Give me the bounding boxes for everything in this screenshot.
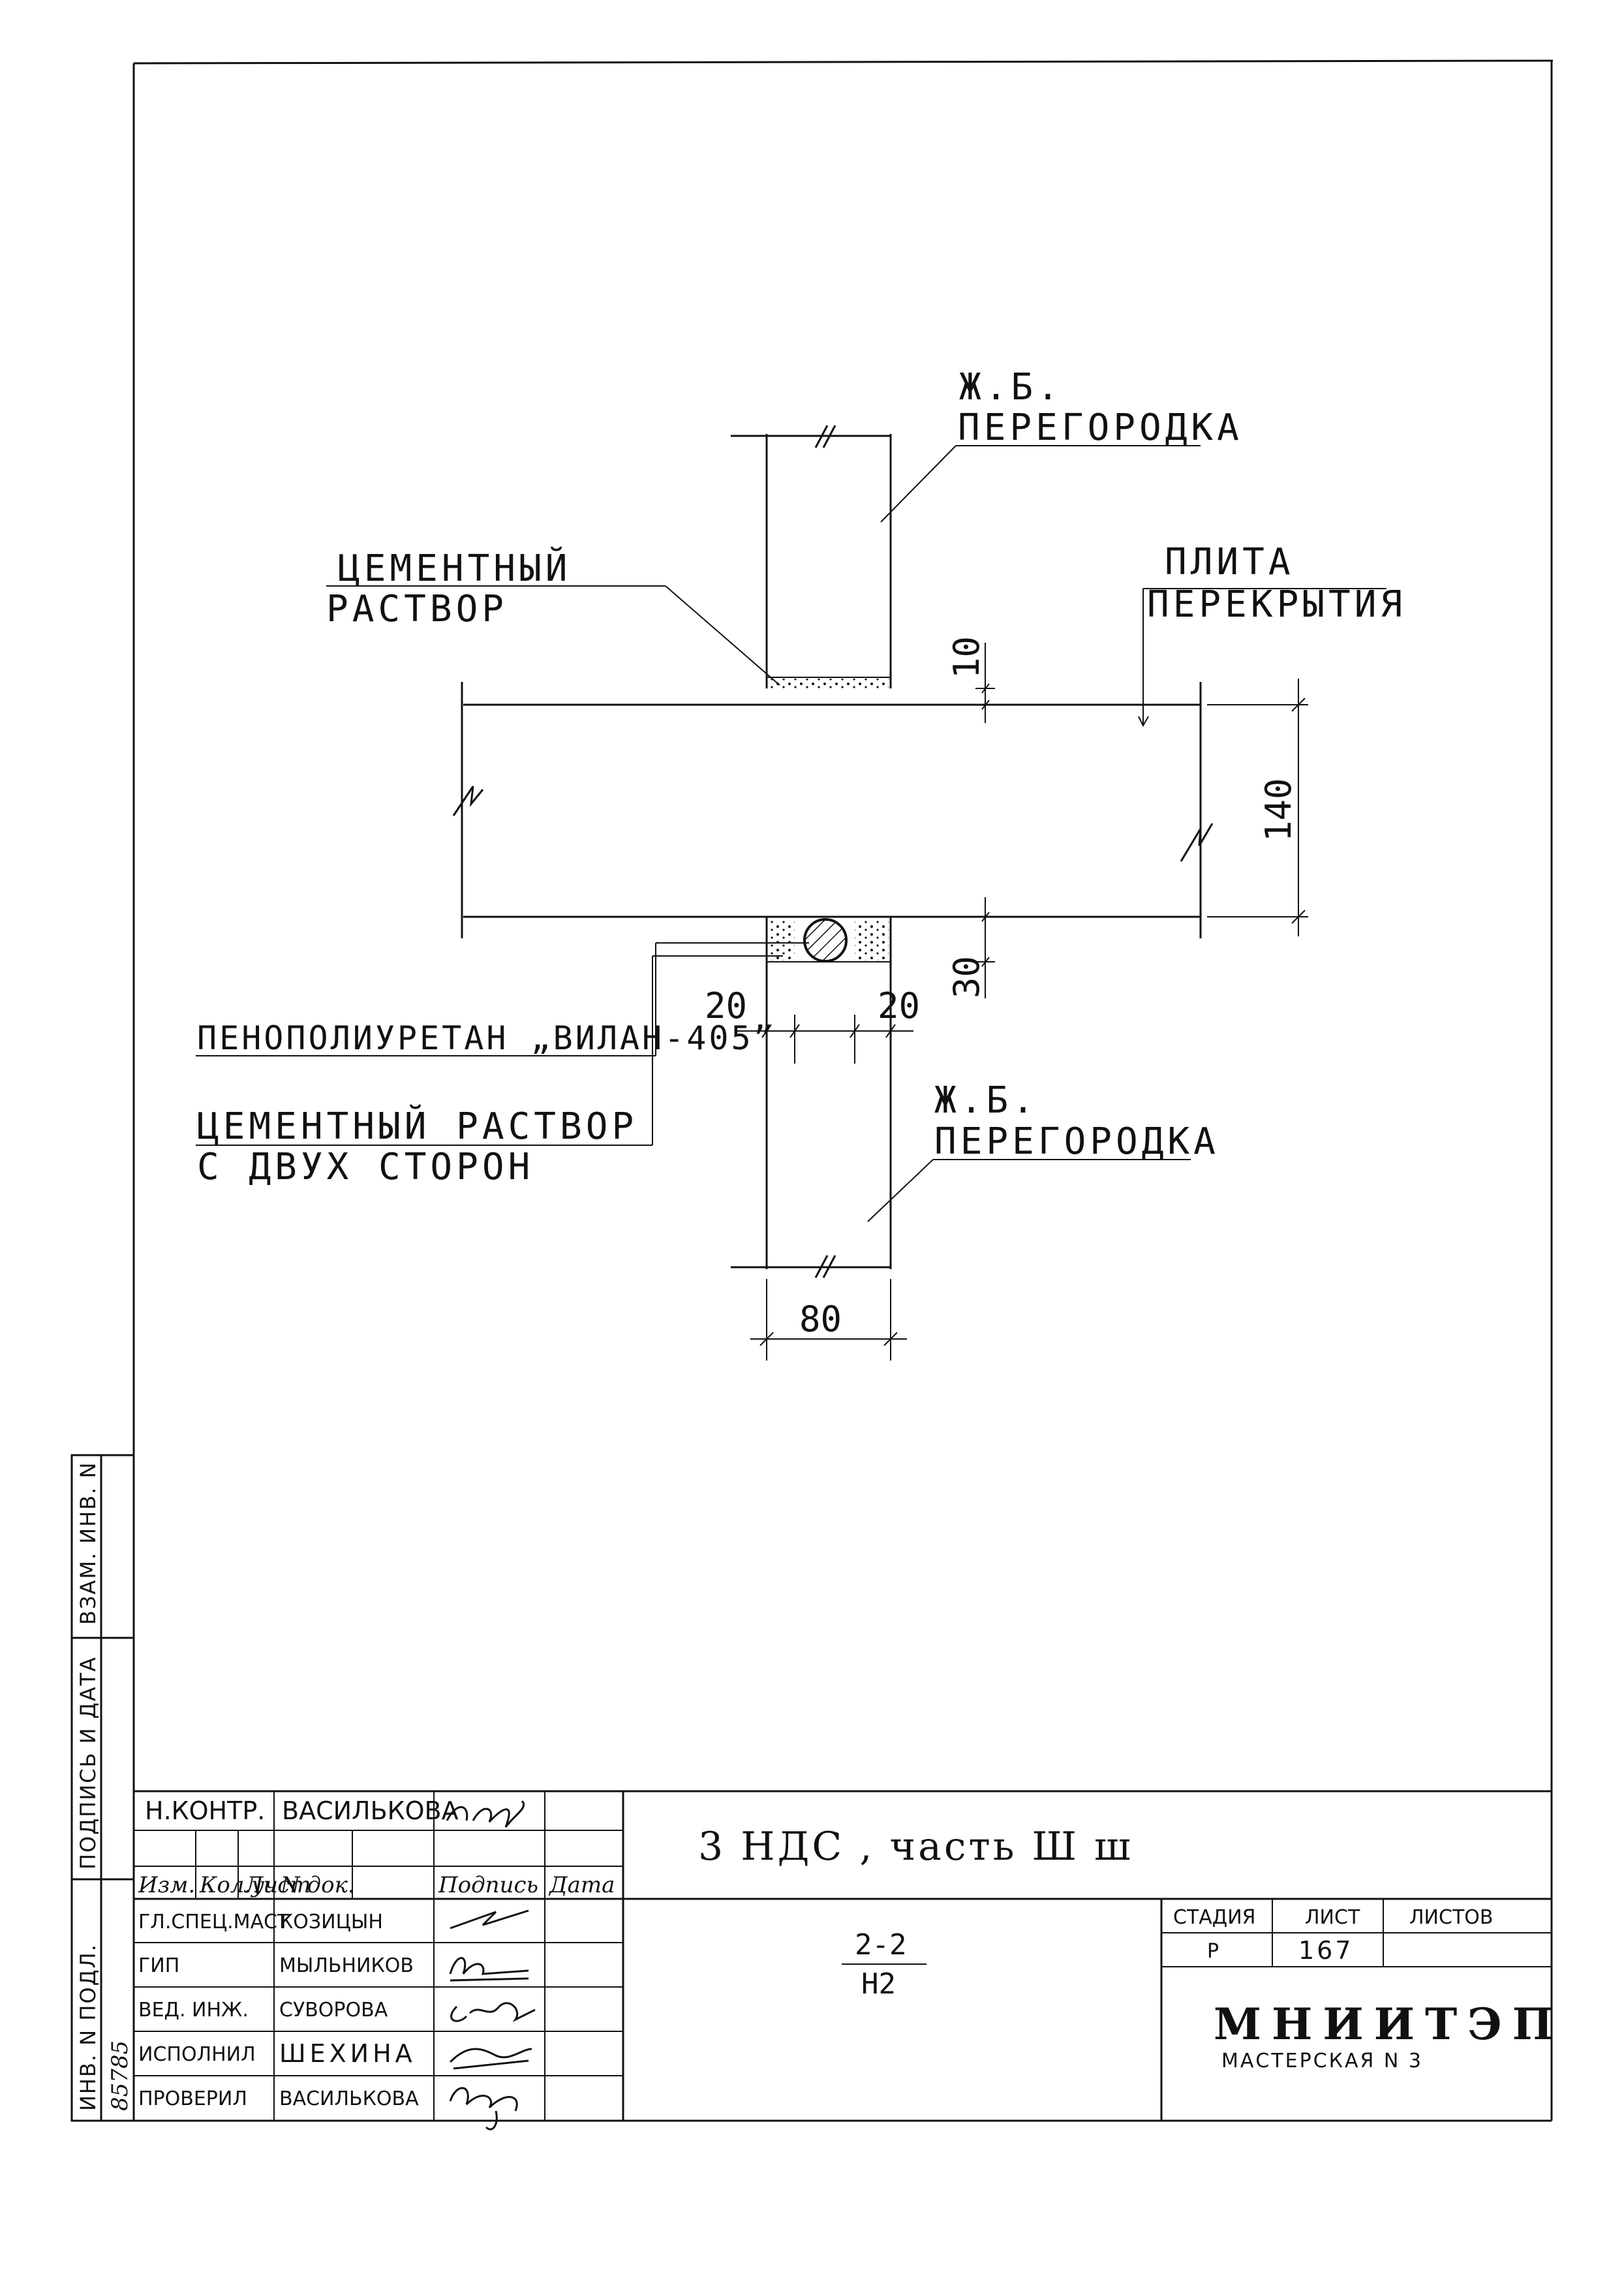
- section-numerator: 2-2: [855, 1928, 906, 1962]
- inventory-number: 85785: [107, 2040, 133, 2111]
- dim-side-right: 20: [878, 985, 920, 1026]
- leader-lines: [196, 445, 1387, 1222]
- row-name-3: СУВОРОВА: [279, 1999, 388, 2022]
- cement-mortar-left: [769, 920, 795, 961]
- org-name: МНИИТЭП: [1214, 1999, 1563, 2050]
- signature-row-3: [450, 2002, 536, 2022]
- dimension-lines: [737, 643, 1308, 1361]
- col-izm: Изм.: [138, 1872, 195, 1898]
- row-role-2: ГИП: [138, 1954, 179, 1977]
- signature-row-1: [450, 1909, 529, 1930]
- sheet-value: 167: [1298, 1936, 1354, 1965]
- label-cement-bottom-1: ЦЕМЕНТНЫЙ РАСТВОР: [197, 1105, 637, 1148]
- section-denominator: Н2: [861, 1967, 896, 2001]
- side-vzam: ВЗАМ. ИНВ. N: [76, 1461, 100, 1625]
- upper-partition: [731, 425, 892, 688]
- cement-mortar-top: [769, 679, 889, 688]
- label-foam: ПЕНОПОЛИУРЕТАН „ВИЛАН-405”: [197, 1019, 776, 1057]
- row-role-4: ИСПОЛНИЛ: [138, 2043, 256, 2066]
- lower-partition: [731, 917, 892, 1278]
- dim-wall-width: 80: [799, 1299, 842, 1340]
- side-inv-sub: ИНВ. N ПОДЛ.: [76, 1943, 100, 2111]
- control-name: ВАСИЛЬКОВА: [282, 1796, 459, 1825]
- title-block: Н.КОНТР. ВАСИЛЬКОВА Изм. Кол.уч Лист N д…: [134, 1790, 1563, 2131]
- sheets-header: ЛИСТОВ: [1409, 1906, 1493, 1929]
- dim-side-left: 20: [705, 985, 747, 1026]
- row-role-1: ГЛ.СПЕЦ.МАСТ: [138, 1911, 290, 1933]
- label-cement-bottom-2: С ДВУХ СТОРОН: [197, 1146, 534, 1188]
- foam-seal: [803, 918, 848, 962]
- sheet-header: ЛИСТ: [1305, 1906, 1360, 1929]
- drawing-labels: Ж.Б. ПЕРЕГОРОДКА ЦЕМЕНТНЫЙ РАСТВОР ПЛИТА…: [197, 366, 1406, 1188]
- label-cement-top-1: ЦЕМЕНТНЫЙ: [338, 547, 571, 590]
- col-sign: Подпись: [438, 1872, 538, 1898]
- col-list: Лист: [243, 1872, 311, 1898]
- floor-slab: [452, 682, 1214, 938]
- label-bottom-partition-2: ПЕРЕГОРОДКА: [934, 1120, 1219, 1163]
- col-ndok: N док.: [280, 1872, 355, 1898]
- col-kol: Кол.уч: [199, 1872, 278, 1898]
- cement-mortar-right: [855, 920, 889, 961]
- dim-gap-top: 10: [946, 636, 987, 679]
- section-drawing: Ж.Б. ПЕРЕГОРОДКА ЦЕМЕНТНЫЙ РАСТВОР ПЛИТА…: [196, 366, 1406, 1361]
- row-role-5: ПРОВЕРИЛ: [138, 2087, 247, 2110]
- signature-control: [446, 1800, 525, 1828]
- row-name-1: КОЗИЦЫН: [279, 1911, 383, 1933]
- stage-value: Р: [1207, 1940, 1219, 1963]
- side-sign-date: ПОДПИСЬ И ДАТА: [76, 1656, 100, 1870]
- dimension-texts: 10 140 30 20 20 80: [705, 636, 1299, 1340]
- row-name-5: ВАСИЛЬКОВА: [279, 2087, 419, 2110]
- signature-row-5: [449, 2087, 518, 2131]
- dim-slab-thickness: 140: [1258, 778, 1299, 842]
- col-date: Дата: [548, 1872, 615, 1898]
- signature-row-2: [449, 1957, 529, 1982]
- label-top-partition-2: ПЕРЕГОРОДКА: [958, 407, 1243, 449]
- label-slab-1: ПЛИТА: [1165, 541, 1295, 583]
- project-title: 3 НДС , часть Ш ш: [698, 1824, 1133, 1870]
- row-name-2: МЫЛЬНИКОВ: [279, 1954, 414, 1977]
- org-sub: МАСТЕРСКАЯ N 3: [1221, 2050, 1423, 2072]
- label-slab-2: ПЕРЕКРЫТИЯ: [1147, 583, 1406, 626]
- side-stamp: ИНВ. N ПОДЛ. ПОДПИСЬ И ДАТА ВЗАМ. ИНВ. N…: [70, 1454, 135, 2122]
- label-bottom-partition-1: Ж.Б.: [934, 1079, 1038, 1122]
- dim-gap-bottom: 30: [946, 956, 987, 998]
- label-cement-top-2: РАСТВОР: [326, 588, 508, 630]
- stage-header: СТАДИЯ: [1173, 1906, 1256, 1929]
- label-top-partition-1: Ж.Б.: [959, 366, 1063, 408]
- signature-row-4: [449, 2048, 532, 2070]
- control-role: Н.КОНТР.: [145, 1796, 265, 1825]
- row-role-3: ВЕД. ИНЖ.: [138, 1999, 249, 2022]
- row-name-4: ШЕХИНА: [279, 2039, 416, 2068]
